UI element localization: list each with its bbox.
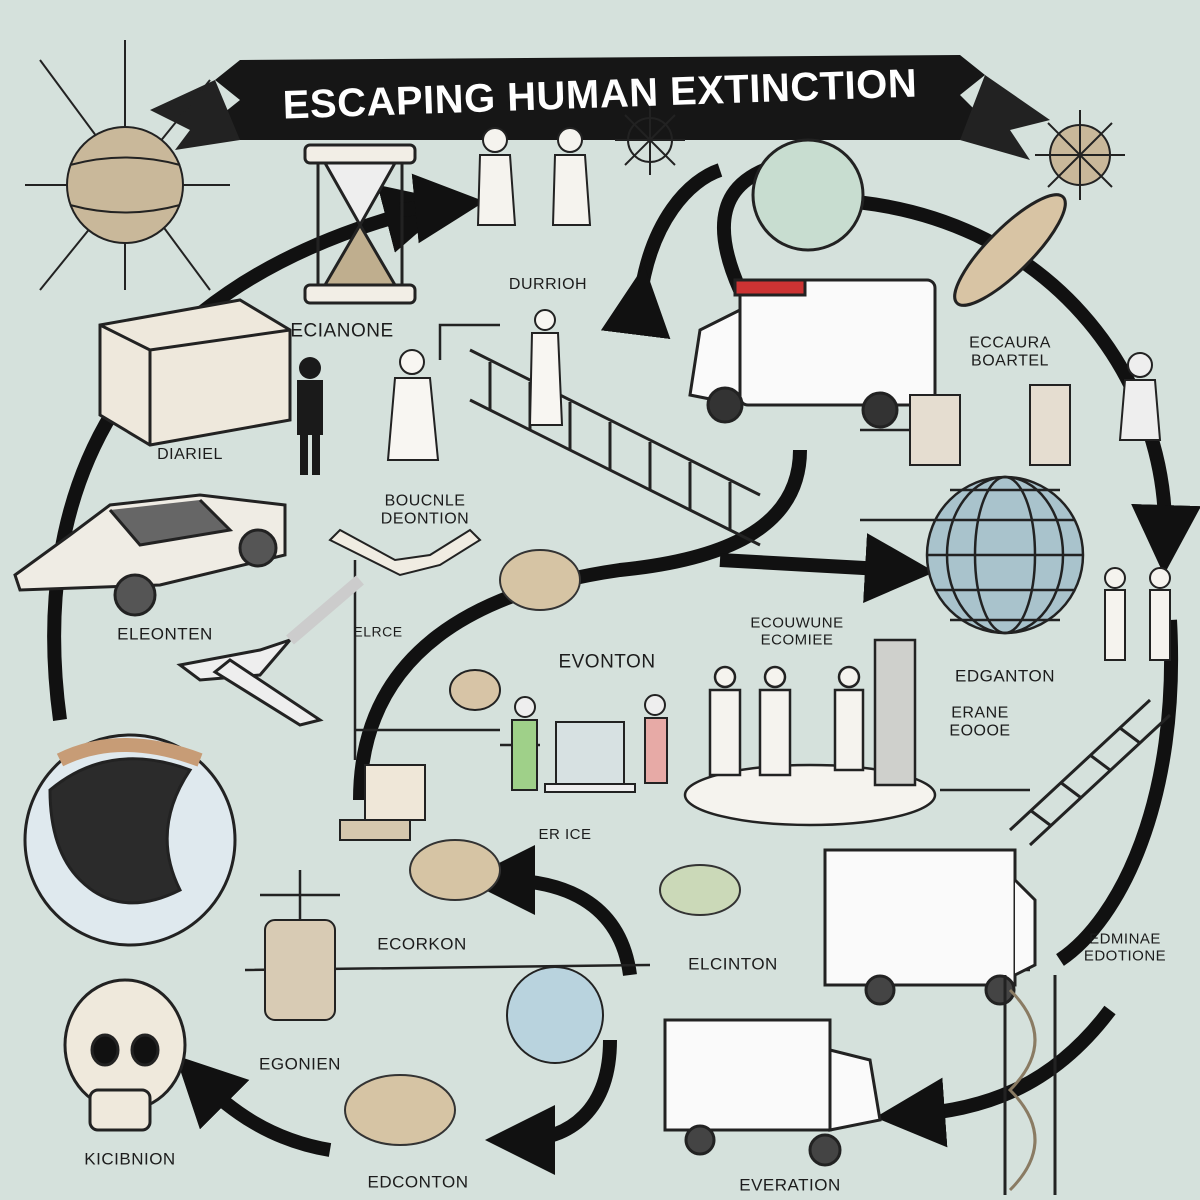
label-edganton: EDGANTON: [954, 666, 1056, 686]
label-diariel: DIARIEL: [157, 446, 223, 464]
kids-screen-illustration: [511, 694, 668, 793]
label-line: EDMINAE: [1089, 930, 1161, 948]
label-line: EDOTIONE: [1083, 947, 1167, 964]
label-egonien: EGONIEN: [259, 1054, 341, 1074]
rocket-plane-icon: [176, 575, 364, 727]
arrow-top-right: [829, 193, 1200, 575]
arrow-bottom-right: [875, 1005, 1116, 1148]
hourglass-icon: [303, 143, 417, 305]
label-line: ECCAURA: [969, 334, 1051, 352]
skull-icon: [63, 978, 187, 1132]
glass-globe-icon: [506, 966, 604, 1064]
label-edconton: EDCONTON: [367, 1172, 469, 1192]
title-banner: [150, 55, 1050, 160]
label-elrce: ELRCE: [353, 623, 403, 640]
scientists-illustration: [476, 105, 685, 226]
label-erice: ER ICE: [538, 825, 592, 843]
label-ecorkon: ECORKON: [377, 934, 467, 954]
robot-arm-icon: [328, 528, 482, 577]
machine-icon: [909, 384, 1071, 466]
jar-cage-icon: [264, 919, 336, 1021]
label-line: DEONTION: [380, 510, 470, 527]
arrow-inner: [465, 845, 637, 977]
label-elcinton: ELCINTON: [688, 954, 778, 974]
arrow-right: [1056, 619, 1178, 966]
delivery-truck-icon: [663, 1018, 882, 1167]
label-kicibnion: KICIBNION: [84, 1149, 176, 1169]
ambulance-icon: [688, 278, 937, 429]
warrior-figure: [1118, 352, 1162, 441]
label-evonton: EVONTON: [558, 651, 656, 673]
globe-icon: [925, 475, 1085, 635]
machine-box-icon: [339, 764, 426, 841]
building-icon: [98, 298, 292, 447]
green-sphere-icon: [751, 138, 865, 252]
compass-globe-icon: [25, 40, 230, 291]
label-line: BOUCNLE: [384, 492, 466, 510]
businessman-figure: [297, 357, 323, 475]
two-people-figure: [1104, 567, 1171, 661]
arrow-mid: [719, 533, 935, 604]
scientist-on-stairs: [528, 309, 564, 426]
arrow-bottom-left: [175, 1055, 332, 1157]
ladder-icon: [1008, 698, 1172, 847]
label-line: EOOOE: [949, 722, 1011, 739]
box-truck-icon: [823, 848, 1037, 1006]
arrow-upper2: [600, 163, 723, 340]
dna-helix-icon: [1003, 975, 1057, 1195]
label-line: BOARTEL: [971, 352, 1049, 369]
arrow-hourglass: [399, 173, 485, 244]
label-ecianone: ECIANONE: [290, 320, 394, 342]
lab-platform-illustration: [683, 638, 937, 827]
earth-icon: [23, 733, 237, 947]
label-everation: EVERATION: [739, 1175, 841, 1195]
scientist-figure: [386, 349, 440, 461]
label-eleonten: ELEONTEN: [117, 624, 213, 644]
spacecraft-icon: [953, 193, 1067, 307]
label-line: ECOMIEE: [760, 631, 834, 648]
arrow-spiral: [353, 449, 807, 801]
skull-small-icon: [449, 669, 501, 711]
label-line: ERANE: [951, 704, 1009, 722]
car-icon: [13, 493, 287, 617]
label-line: ECOUWUNE: [750, 614, 844, 632]
debris-piles-icon: [344, 549, 741, 1146]
label-durrioe: DURRIOH: [508, 276, 588, 294]
virus-icon: [1035, 110, 1125, 200]
arrow-bottom-mid: [485, 1039, 617, 1175]
